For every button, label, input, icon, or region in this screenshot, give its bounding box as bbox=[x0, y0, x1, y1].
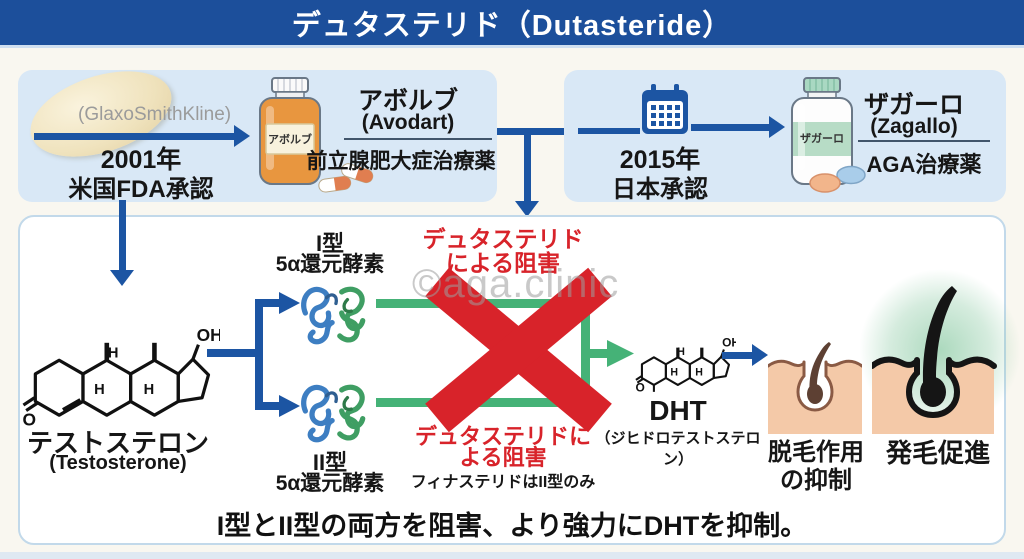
avodart-class: 前立腺肥大症治療薬 bbox=[306, 150, 496, 173]
inhibition-bottom-line1: デュタステリドに bbox=[414, 424, 591, 449]
capsules-icon bbox=[318, 163, 374, 193]
inhibition-top-line2: による阻害 bbox=[445, 250, 561, 276]
branch-arrows-icon bbox=[207, 292, 300, 417]
testosterone-molecule: OH O H H H bbox=[23, 325, 220, 428]
watermark: ©aga.clinic bbox=[412, 262, 620, 306]
zagallo-brand-jp: ザガーロ bbox=[863, 91, 964, 119]
summary-text: I型とII型の両方を阻害、より強力にDHTを抑制。 bbox=[216, 511, 808, 541]
dht-effect-arrow-icon bbox=[722, 344, 768, 366]
avodart-divider bbox=[344, 138, 492, 140]
dht-full-label: （ジヒドロテストステロン） bbox=[595, 430, 761, 468]
h-label: H bbox=[108, 345, 119, 361]
title-bar: デュタステリド（Dutasteride） bbox=[0, 0, 1024, 48]
enzyme1-type: I型 bbox=[315, 231, 345, 256]
dht-molecule: OH O H H H bbox=[635, 336, 736, 394]
zagallo-bottle-icon: ザガーロ bbox=[791, 77, 853, 185]
avodart-bottle-label: アボルブ bbox=[268, 132, 312, 146]
zagallo-brand-en: (Zagallo) bbox=[870, 115, 958, 138]
jp-timeline-line bbox=[578, 128, 640, 134]
to-mechanism-arrow-icon bbox=[514, 128, 540, 217]
inhibition-bottom-line2: よる阻害 bbox=[459, 445, 547, 470]
finasteride-note: フィナステリドはII型のみ bbox=[410, 474, 596, 491]
japan-approval-panel: 2015年 日本承認 ザガーロ ザガーロ (Zagallo) AGA治療薬 bbox=[564, 70, 1006, 203]
avodart-brand-jp: アボルブ bbox=[357, 87, 458, 115]
inhibition-top-line1: デュタステリド bbox=[422, 226, 584, 252]
h-label: H bbox=[695, 366, 703, 378]
testosterone-label-en: (Testosterone) bbox=[49, 452, 187, 474]
oh-label: OH bbox=[722, 336, 736, 350]
calendar-icon bbox=[642, 84, 688, 134]
company-label: (GlaxoSmithKline) bbox=[78, 104, 232, 125]
avodart-brand-en: (Avodart) bbox=[361, 111, 455, 134]
thick-hair-follicle-icon bbox=[872, 286, 997, 434]
h-label: H bbox=[94, 382, 105, 398]
page-title: デュタステリド（Dutasteride） bbox=[291, 9, 733, 42]
o-label: O bbox=[635, 380, 644, 394]
dht-label: DHT bbox=[649, 395, 707, 426]
enzyme2-name: 5α還元酵素 bbox=[275, 472, 385, 495]
to-testosterone-arrow-icon bbox=[109, 200, 135, 286]
testosterone-label-jp: テストステロン bbox=[26, 428, 209, 458]
us-year: 2001年 bbox=[100, 146, 182, 174]
avodart-bottle-icon: アボルブ bbox=[259, 77, 321, 185]
jp-timeline-arrow-icon bbox=[691, 116, 785, 138]
us-approval-panel: (GlaxoSmithKline) 2001年 米国FDA承認 アボルブ アボル… bbox=[18, 55, 497, 203]
thin-hair-follicle-icon bbox=[768, 342, 862, 434]
hairloss-suppression-line1: 脱毛作用 bbox=[768, 439, 864, 466]
jp-year: 2015年 bbox=[619, 146, 701, 174]
panel-connector-bar bbox=[497, 128, 564, 135]
inhibition-x-icon bbox=[425, 267, 612, 433]
enzyme2-protein-icon bbox=[301, 384, 366, 443]
oh-label: OH bbox=[197, 325, 220, 345]
growth-promotion-label: 発毛促進 bbox=[885, 438, 990, 468]
zagallo-bottle-label: ザガーロ bbox=[800, 131, 844, 145]
enzyme1-name: 5α還元酵素 bbox=[275, 253, 385, 276]
us-timeline-arrow-icon bbox=[34, 125, 250, 147]
jp-event: 日本承認 bbox=[612, 176, 708, 203]
hairloss-suppression-line2: の抑制 bbox=[780, 467, 852, 494]
h-label: H bbox=[677, 346, 685, 358]
enzyme2-type: II型 bbox=[312, 450, 348, 475]
tablets-icon bbox=[809, 165, 866, 193]
enzyme1-protein-icon bbox=[301, 286, 366, 345]
footer-strip bbox=[0, 552, 1024, 559]
us-event: 米国FDA承認 bbox=[68, 176, 214, 203]
zagallo-class: AGA治療薬 bbox=[866, 152, 982, 177]
h-label: H bbox=[144, 382, 155, 398]
o-label: O bbox=[23, 409, 37, 428]
zagallo-divider bbox=[858, 140, 990, 142]
h-label: H bbox=[670, 366, 678, 378]
